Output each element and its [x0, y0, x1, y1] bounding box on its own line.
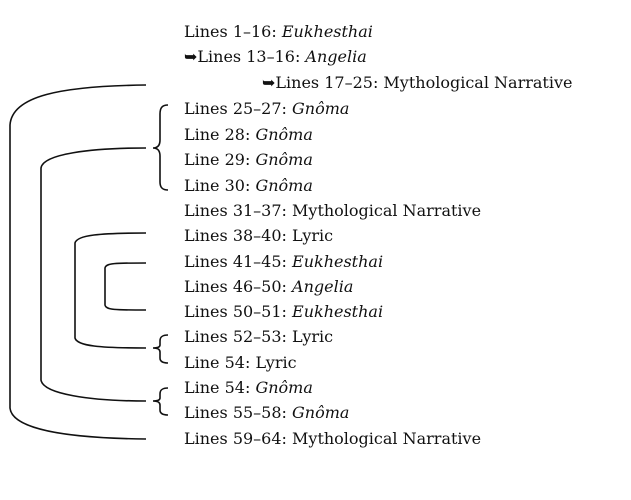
passage-row: Line 29: Gnôma: [184, 149, 313, 171]
passage-row: Lines 38–40: Lyric: [184, 225, 333, 247]
brace-lyric-52-54: [152, 334, 169, 364]
passage-row: Line 54: Lyric: [184, 352, 297, 374]
line-range: Lines 38–40:: [184, 226, 293, 245]
genre-label: Gnôma: [255, 125, 313, 144]
genre-label: Eukhesthai: [292, 302, 384, 321]
line-range: Lines 50–51:: [184, 302, 293, 321]
passage-row: Lines 1–16: Eukhesthai: [184, 21, 373, 43]
line-range: Lines 17–25:: [275, 73, 384, 92]
genre-label: Lyric: [292, 327, 334, 346]
passage-row: Lines 52–53: Lyric: [184, 326, 333, 348]
genre-label: Mythological Narrative: [383, 73, 573, 92]
brace-gnoma-25-30: [152, 104, 169, 191]
passage-row: Lines 31–37: Mythological Narrative: [184, 200, 481, 222]
line-range: Line 54:: [184, 353, 256, 372]
passage-row: Lines 46–50: Angelia: [184, 276, 353, 298]
ring-bracket-inner: [104, 262, 147, 311]
passage-row: Line 54: Gnôma: [184, 377, 313, 399]
genre-label: Angelia: [292, 277, 354, 296]
genre-label: Gnôma: [255, 176, 313, 195]
brace-gnoma-54-58: [152, 387, 169, 416]
line-range: Line 54:: [184, 378, 256, 397]
genre-label: Gnôma: [292, 403, 350, 422]
arrow-icon: ➥: [184, 47, 198, 66]
ring-bracket-outer: [9, 84, 147, 440]
line-range: Lines 52–53:: [184, 327, 293, 346]
genre-label: Angelia: [305, 47, 367, 66]
passage-row: Lines 55–58: Gnôma: [184, 402, 349, 424]
line-range: Lines 46–50:: [184, 277, 293, 296]
line-range: Lines 25–27:: [184, 99, 293, 118]
genre-label: Lyric: [255, 353, 297, 372]
line-range: Line 28:: [184, 125, 256, 144]
line-range: Lines 55–58:: [184, 403, 293, 422]
passage-row: Lines 59–64: Mythological Narrative: [184, 428, 481, 450]
line-range: Lines 59–64:: [184, 429, 293, 448]
genre-label: Eukhesthai: [281, 22, 373, 41]
arrow-icon: ➥: [262, 73, 276, 92]
line-range: Lines 13–16:: [197, 47, 306, 66]
genre-label: Mythological Narrative: [292, 201, 482, 220]
ring-bracket-third: [74, 232, 147, 349]
passage-row: Line 28: Gnôma: [184, 124, 313, 146]
passage-row: ➥Lines 13–16: Angelia: [184, 46, 367, 68]
passage-row: Lines 50–51: Eukhesthai: [184, 301, 383, 323]
line-range: Line 29:: [184, 150, 256, 169]
genre-label: Mythological Narrative: [292, 429, 482, 448]
passage-row: Lines 25–27: Gnôma: [184, 98, 349, 120]
genre-label: Gnôma: [292, 99, 350, 118]
line-range: Line 30:: [184, 176, 256, 195]
genre-label: Lyric: [292, 226, 334, 245]
ring-bracket-second: [40, 147, 147, 402]
passage-row: Lines 41–45: Eukhesthai: [184, 251, 383, 273]
line-range: Lines 1–16:: [184, 22, 282, 41]
line-range: Lines 31–37:: [184, 201, 293, 220]
line-range: Lines 41–45:: [184, 252, 293, 271]
genre-label: Eukhesthai: [292, 252, 384, 271]
passage-row: ➥Lines 17–25: Mythological Narrative: [262, 72, 572, 94]
genre-label: Gnôma: [255, 378, 313, 397]
genre-label: Gnôma: [255, 150, 313, 169]
passage-row: Line 30: Gnôma: [184, 175, 313, 197]
